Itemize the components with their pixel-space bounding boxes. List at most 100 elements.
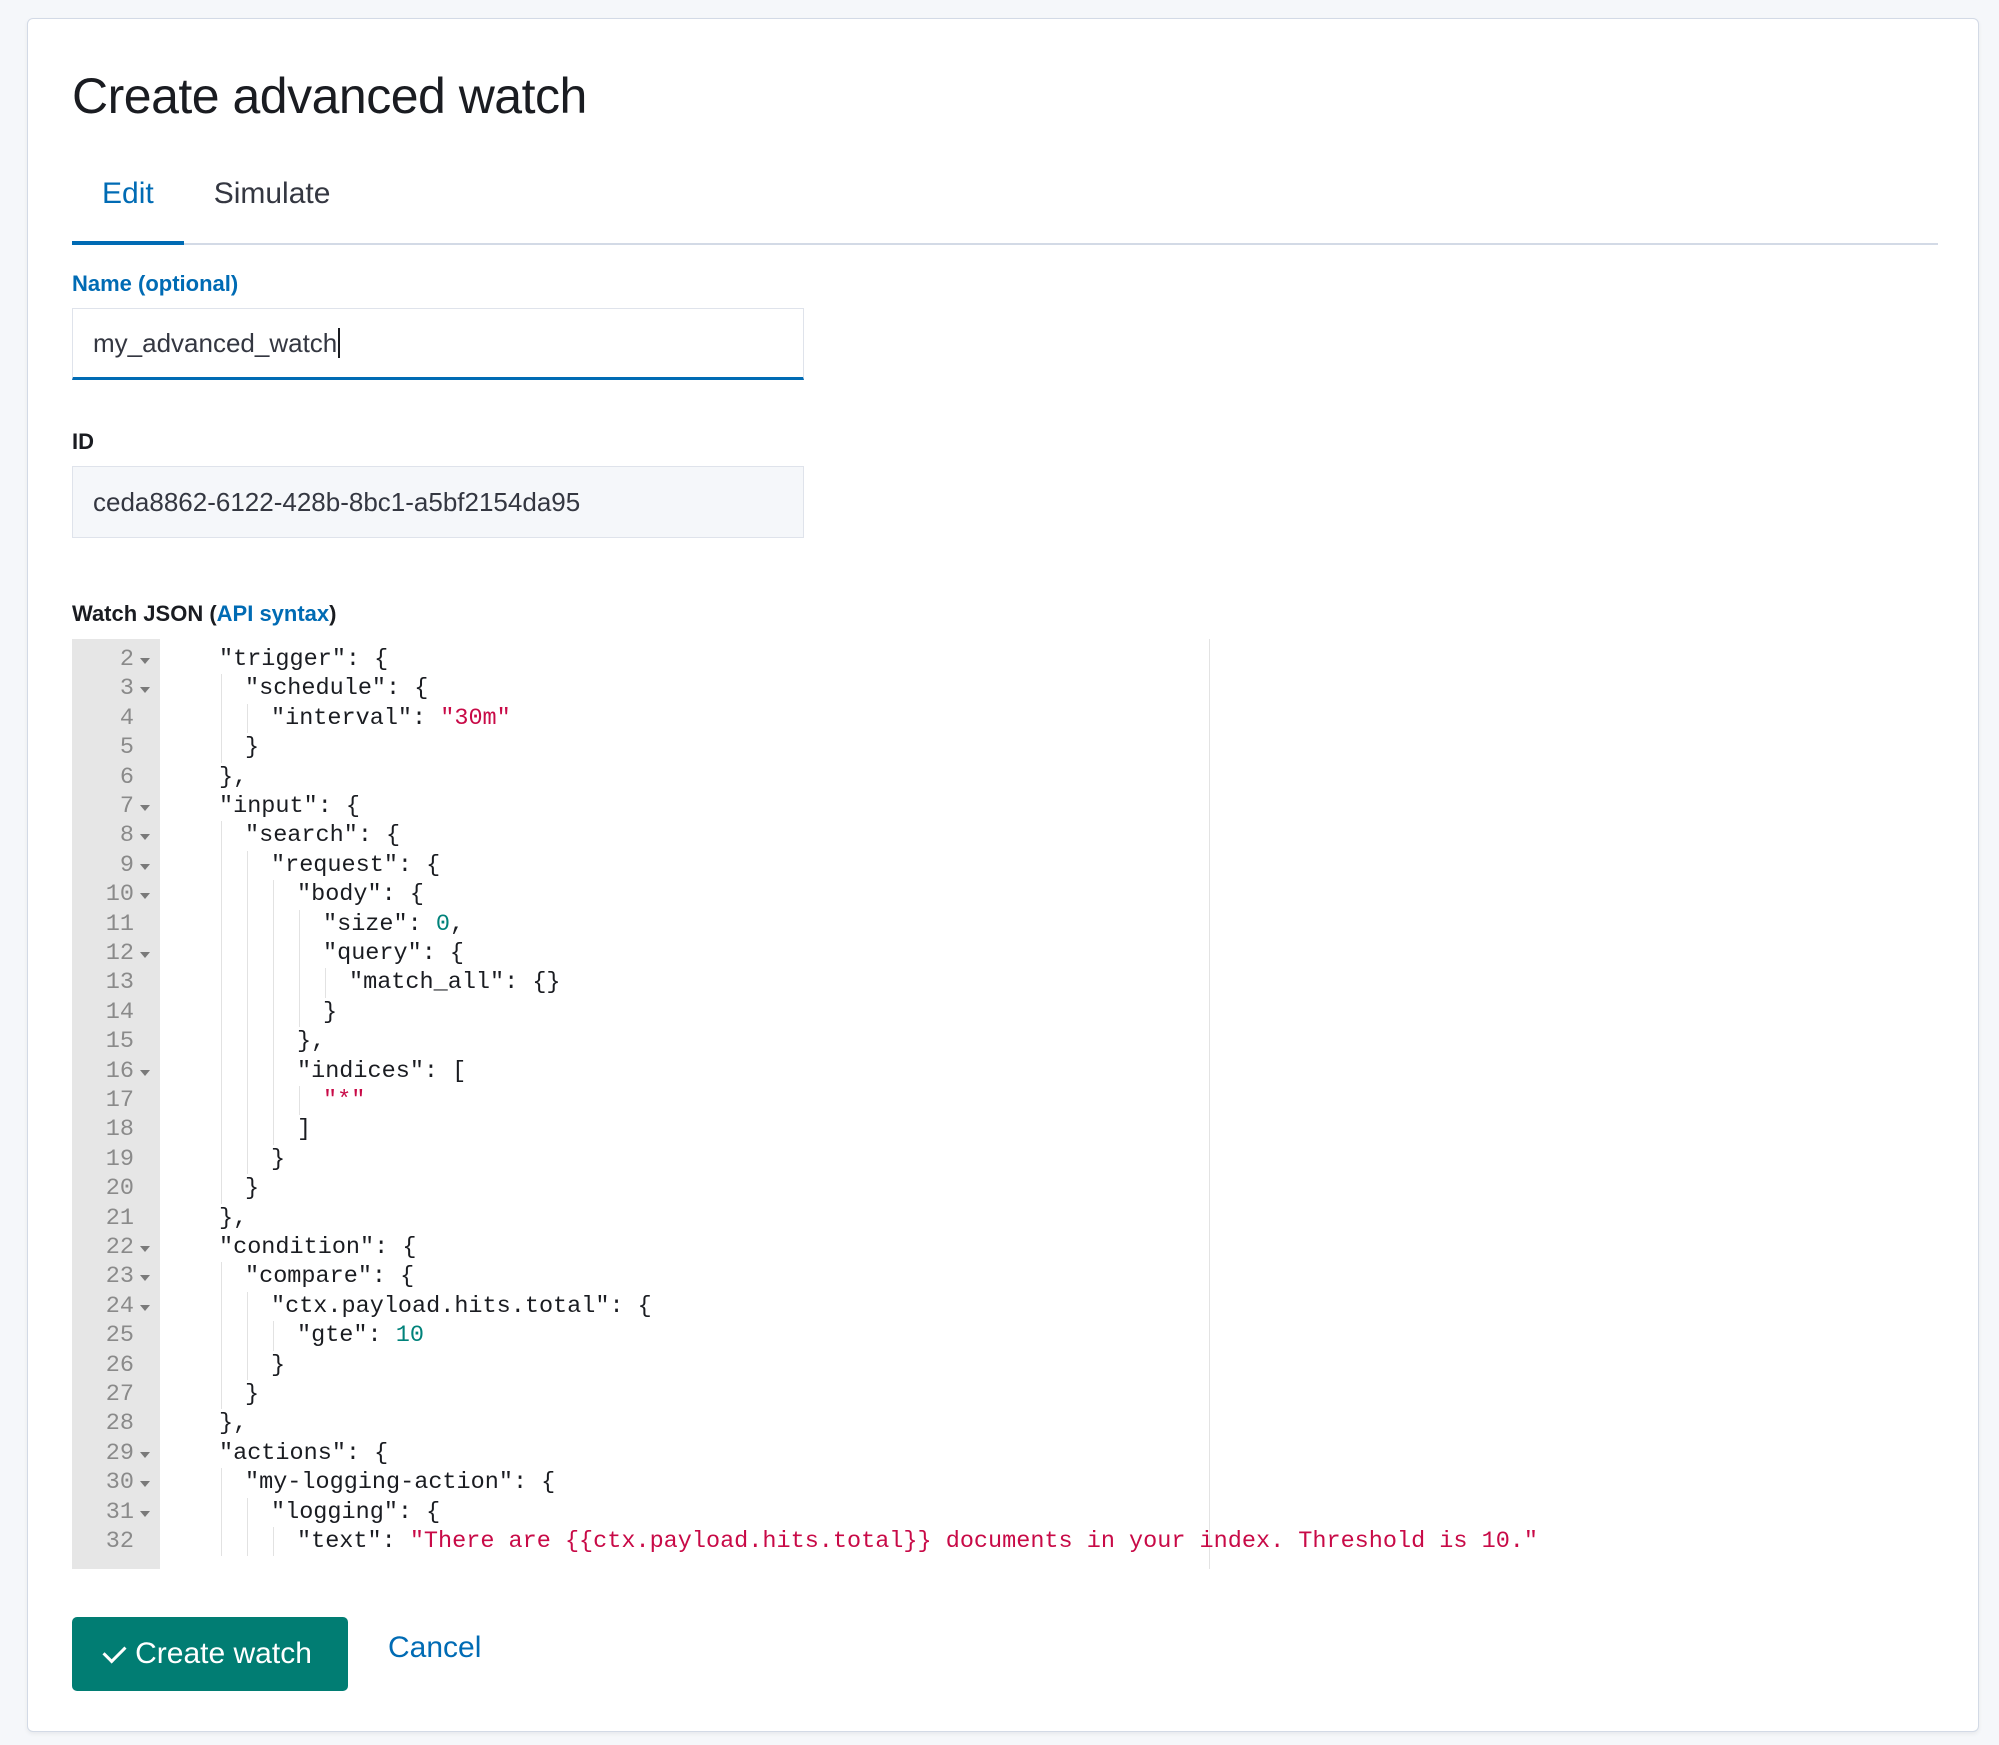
fold-arrow-icon[interactable] xyxy=(140,1069,150,1076)
indent-guide xyxy=(221,1144,222,1175)
code-text: "search": { xyxy=(245,821,400,850)
code-token: "schedule": { xyxy=(245,675,429,703)
code-line: 30"my-logging-action": { xyxy=(72,1468,1952,1498)
indent-guide xyxy=(221,909,222,939)
code-token: }, xyxy=(297,1028,326,1056)
code-text: } xyxy=(245,733,259,762)
fold-arrow-icon[interactable] xyxy=(140,687,150,694)
code-text: "schedule": { xyxy=(245,674,428,703)
line-number: 14 xyxy=(105,998,134,1026)
indent-guide xyxy=(273,997,274,1028)
indent-guide xyxy=(247,1350,248,1380)
code-token: "body": { xyxy=(297,881,424,909)
cancel-button[interactable]: Cancel xyxy=(388,1631,482,1664)
code-text: } xyxy=(271,1145,285,1174)
create-watch-button[interactable]: Create watch xyxy=(72,1617,348,1691)
code-token: "interval": xyxy=(271,704,441,732)
code-line: 15}, xyxy=(72,1027,1952,1057)
code-line: 2"trigger": { xyxy=(72,645,1952,674)
code-line: 22"condition": { xyxy=(72,1233,1952,1262)
line-number: 4 xyxy=(119,704,134,732)
line-number: 5 xyxy=(119,734,134,762)
name-input[interactable]: my_advanced_watch xyxy=(72,308,804,380)
json-code-editor[interactable]: 2"trigger": {3"schedule": {4"interval": … xyxy=(72,639,1952,1569)
code-line: 18] xyxy=(72,1115,1952,1145)
code-token: "ctx.payload.hits.total": { xyxy=(271,1292,652,1320)
line-number: 23 xyxy=(105,1263,134,1291)
fold-arrow-icon[interactable] xyxy=(140,1510,150,1517)
indent-guide xyxy=(221,880,222,910)
code-text: "ctx.payload.hits.total": { xyxy=(271,1292,652,1321)
indent-guide xyxy=(247,1086,248,1116)
indent-guide xyxy=(247,1527,248,1557)
indent-guide xyxy=(247,1115,248,1145)
watch-json-label-prefix: Watch JSON ( xyxy=(72,601,217,626)
code-text: "actions": { xyxy=(219,1439,388,1468)
indent-guide xyxy=(221,1527,222,1557)
api-syntax-link[interactable]: API syntax xyxy=(216,601,330,626)
code-text: "query": { xyxy=(323,939,464,968)
indent-guide xyxy=(273,880,274,910)
fold-arrow-icon[interactable] xyxy=(140,1481,150,1488)
line-number: 26 xyxy=(105,1351,134,1379)
code-token: "gte": xyxy=(297,1322,396,1350)
fold-arrow-icon[interactable] xyxy=(140,1246,150,1252)
code-token: "compare": { xyxy=(245,1263,415,1291)
watch-json-label: Watch JSON (API syntax) xyxy=(72,601,336,627)
code-token: "actions": { xyxy=(219,1439,389,1467)
code-token: "condition": { xyxy=(219,1234,417,1261)
code-text: "my-logging-action": { xyxy=(245,1468,555,1497)
fold-arrow-icon[interactable] xyxy=(140,863,150,870)
fold-arrow-icon[interactable] xyxy=(140,1275,150,1282)
fold-arrow-icon[interactable] xyxy=(140,658,150,664)
indent-guide xyxy=(221,1262,222,1292)
code-line: 7"input": { xyxy=(72,792,1952,821)
indent-guide xyxy=(247,1321,248,1351)
code-token: "match_all": {} xyxy=(349,969,561,997)
code-text: "*" xyxy=(323,1086,365,1115)
id-input[interactable]: ceda8862-6122-428b-8bc1-a5bf2154da95 xyxy=(72,466,804,538)
tab-simulate[interactable]: Simulate xyxy=(213,177,331,210)
line-number: 10 xyxy=(105,881,134,909)
code-token: } xyxy=(271,1145,286,1173)
line-number: 9 xyxy=(119,851,134,879)
code-token: , xyxy=(449,910,465,938)
indent-guide xyxy=(221,1497,222,1527)
id-input-value: ceda8862-6122-428b-8bc1-a5bf2154da95 xyxy=(93,486,581,517)
indent-guide xyxy=(299,939,300,969)
watch-json-label-suffix: ) xyxy=(329,601,337,626)
indent-guide xyxy=(221,733,222,763)
line-number: 12 xyxy=(105,940,134,967)
line-number: 28 xyxy=(105,1410,134,1438)
indent-guide xyxy=(221,850,222,881)
indent-guide xyxy=(221,1115,222,1145)
number-token: 10 xyxy=(395,1322,424,1350)
code-text: }, xyxy=(219,763,247,792)
indent-guide xyxy=(247,1056,248,1086)
line-number: 20 xyxy=(105,1175,134,1203)
fold-arrow-icon[interactable] xyxy=(140,1451,150,1458)
code-token: }, xyxy=(219,1410,248,1438)
code-line: 29"actions": { xyxy=(72,1439,1952,1468)
indent-guide xyxy=(221,1174,222,1204)
tab-edit[interactable]: Edit xyxy=(72,159,184,245)
indent-guide xyxy=(221,1086,222,1116)
indent-guide xyxy=(273,1527,274,1557)
fold-arrow-icon[interactable] xyxy=(140,952,150,958)
indent-guide xyxy=(247,850,248,881)
code-token: "search": { xyxy=(245,822,401,850)
fold-arrow-icon[interactable] xyxy=(140,1304,150,1311)
fold-arrow-icon[interactable] xyxy=(140,834,150,841)
fold-arrow-icon[interactable] xyxy=(140,893,150,900)
fold-arrow-icon[interactable] xyxy=(140,805,150,811)
page-title: Create advanced watch xyxy=(72,68,587,124)
code-token: "my-logging-action": { xyxy=(245,1469,556,1497)
line-number: 7 xyxy=(119,793,134,820)
line-number: 17 xyxy=(105,1087,134,1114)
line-number: 18 xyxy=(105,1116,134,1144)
code-text: }, xyxy=(219,1409,247,1438)
code-line: 8"search": { xyxy=(72,821,1952,851)
code-line: 16"indices": [ xyxy=(72,1056,1952,1086)
id-field-label: ID xyxy=(72,429,94,454)
line-number: 16 xyxy=(105,1057,134,1085)
